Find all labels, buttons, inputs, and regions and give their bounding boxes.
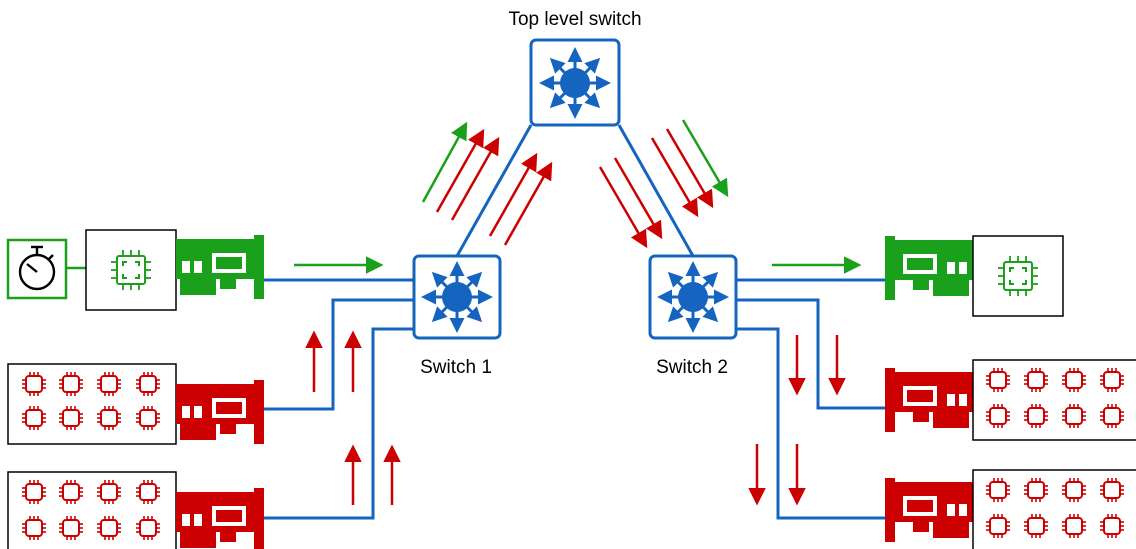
red-arrow — [613, 157, 663, 240]
links — [263, 124, 885, 520]
red-arrow — [650, 137, 699, 218]
network-card-icon — [176, 235, 264, 299]
red-receiver-host-1 — [885, 359, 1136, 441]
green-receiver-host — [885, 235, 1064, 317]
top-switch-label: Top level switch — [508, 9, 641, 30]
link-top-switch1 — [455, 124, 533, 257]
traffic-arrows — [294, 119, 862, 506]
green-arrow — [421, 121, 468, 203]
network-card-icon — [885, 368, 973, 432]
switch-1-label: Switch 1 — [420, 357, 492, 378]
red-arrow — [488, 152, 538, 237]
link-red-receiver-1 — [736, 298, 885, 410]
switch-1 — [412, 254, 502, 340]
top-switch — [529, 38, 621, 127]
switch-2-label: Switch 2 — [656, 357, 728, 378]
red-arrow — [598, 166, 648, 249]
network-card-icon — [885, 236, 973, 300]
red-arrow — [435, 128, 485, 213]
network-card-icon — [885, 478, 973, 542]
red-arrow — [503, 161, 553, 246]
red-arrow — [450, 136, 500, 221]
network-card-icon — [176, 488, 264, 549]
red-sender-host-2 — [7, 471, 264, 549]
stopwatch-icon — [18, 245, 56, 291]
timer — [6, 238, 86, 300]
link-red-sender-2 — [263, 327, 414, 520]
red-arrow — [665, 128, 714, 209]
network-card-icon — [176, 380, 264, 444]
red-receiver-host-2 — [885, 469, 1136, 549]
link-top-switch2 — [617, 124, 695, 257]
switch-2 — [648, 254, 738, 340]
green-sender-host — [85, 229, 264, 311]
link-red-receiver-2 — [736, 327, 885, 520]
green-arrow — [681, 119, 729, 198]
red-sender-host-1 — [7, 363, 264, 445]
link-red-sender-1 — [263, 298, 414, 411]
